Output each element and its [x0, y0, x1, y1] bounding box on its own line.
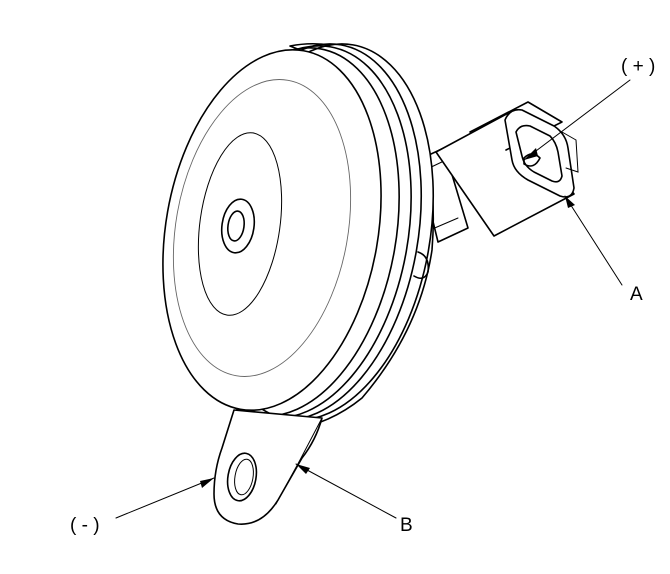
leader-lines [115, 79, 631, 519]
connector-housing [417, 101, 579, 243]
mounting-bracket [213, 409, 323, 525]
mounting-bracket-label: B [400, 515, 413, 536]
horn-body [162, 42, 435, 431]
connector-label: A [630, 284, 643, 305]
negative-terminal-label: ( - ) [70, 515, 100, 536]
positive-terminal-label: ( + ) [621, 56, 656, 77]
